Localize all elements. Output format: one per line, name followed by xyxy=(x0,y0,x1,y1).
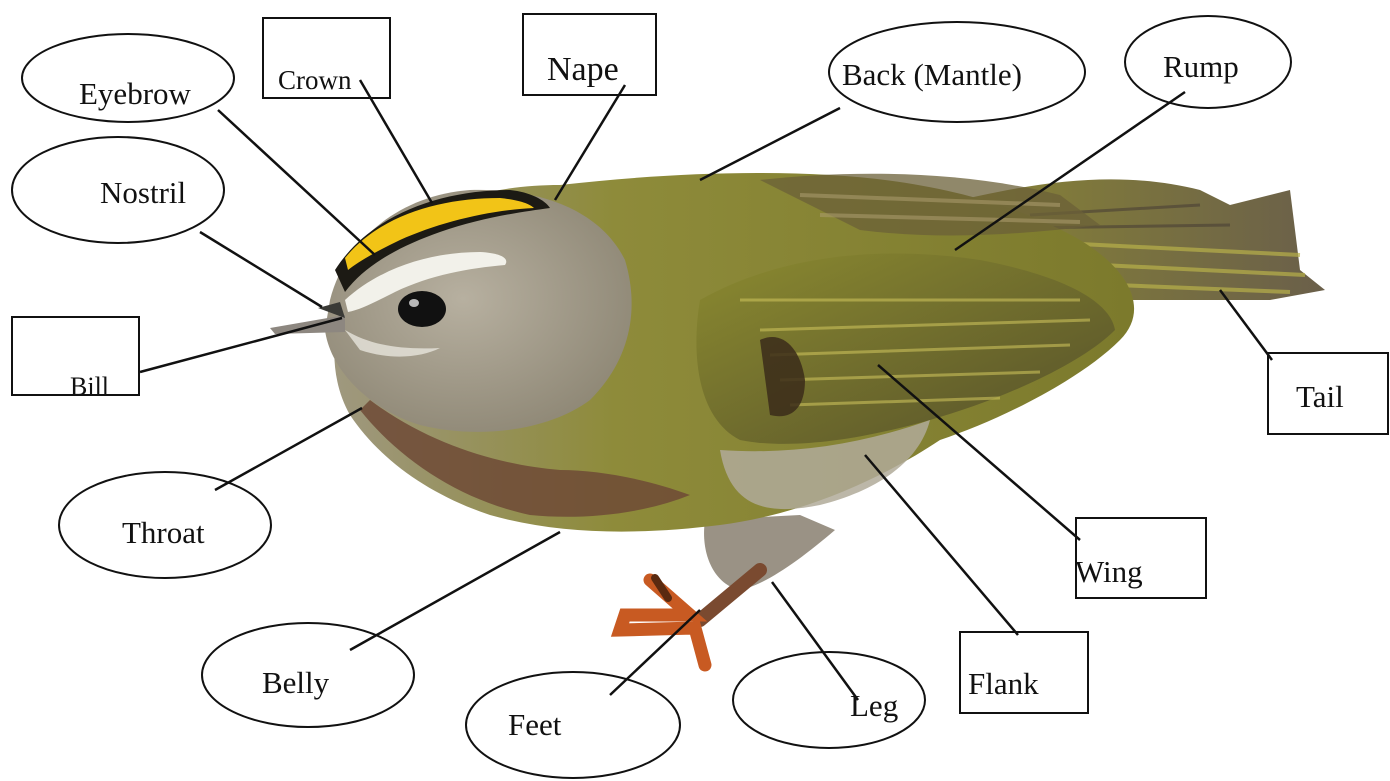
leader-leg xyxy=(772,582,858,700)
leader-back xyxy=(700,108,840,180)
eye xyxy=(398,291,446,327)
leg xyxy=(704,515,835,590)
bill xyxy=(270,315,345,334)
label-belly: Belly xyxy=(262,665,330,700)
label-wing: Wing xyxy=(1075,554,1143,589)
label-bill: Bill xyxy=(70,372,109,401)
bird-illustration xyxy=(270,173,1325,665)
label-throat: Throat xyxy=(122,515,205,550)
leader-throat xyxy=(215,408,362,490)
leader-bill xyxy=(140,318,342,372)
leader-tail xyxy=(1220,290,1272,360)
label-feet: Feet xyxy=(508,707,562,742)
label-nostril: Nostril xyxy=(100,175,186,210)
bird-head xyxy=(325,190,632,432)
label-crown: Crown xyxy=(278,65,352,95)
label-flank: Flank xyxy=(968,666,1039,701)
feet xyxy=(620,578,705,665)
label-leg: Leg xyxy=(850,688,898,723)
label-rump: Rump xyxy=(1163,49,1239,84)
wing xyxy=(696,253,1115,443)
leader-eyebrow xyxy=(218,110,375,255)
leader-belly xyxy=(350,532,560,650)
feet-ellipse xyxy=(466,672,680,778)
label-tail: Tail xyxy=(1296,379,1344,414)
label-nape: Nape xyxy=(547,51,619,88)
label-back: Back (Mantle) xyxy=(842,57,1022,92)
leader-nostril xyxy=(200,232,322,307)
label-eyebrow: Eyebrow xyxy=(79,76,192,111)
leader-flank xyxy=(865,455,1018,635)
